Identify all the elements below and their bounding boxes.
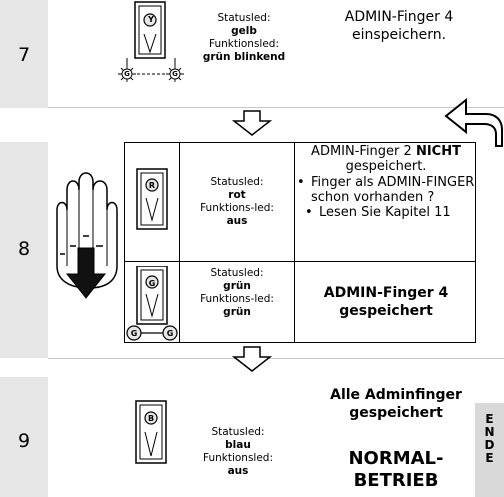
- step8-top-fingerprint-reader-icon: [136, 168, 168, 230]
- return-arrow-icon: [444, 97, 503, 147]
- function-label: Funktionsled:: [202, 452, 274, 464]
- step8-bottom-led-cell: [179, 261, 295, 343]
- step7-number: 7: [17, 44, 31, 66]
- step8-top-led-cell: [179, 142, 295, 262]
- step9-number: 9: [17, 430, 31, 452]
- step8-top-led-info: Statusled: rot Funktions-led: aus: [180, 176, 294, 228]
- step7-led-info: Statusled: gelb Funktionsled: grün blink…: [184, 12, 304, 64]
- function-value: grün: [223, 306, 251, 318]
- down-arrow-icon: [232, 346, 272, 372]
- step7-led-left-letter: G: [124, 70, 130, 78]
- step8-top-message-cell: [294, 142, 476, 262]
- divider: [48, 358, 504, 359]
- bullet-item: •Finger als ADMIN-FINGER schon vorhanden…: [297, 175, 475, 205]
- function-value: aus: [227, 465, 249, 477]
- status-label: Statusled:: [217, 12, 271, 24]
- step9-led-info: Statusled: blau Funktionsled: aus: [182, 426, 294, 478]
- step8-bottom-message: ADMIN-Finger 4 gespeichert: [323, 285, 449, 319]
- function-label: Funktions-led:: [200, 202, 274, 214]
- down-arrow-icon: [232, 110, 272, 136]
- step7-device-letter: Y: [148, 15, 154, 24]
- function-label: Funktionsled:: [208, 38, 280, 50]
- step8-bottom-fingerprint-reader-icon: [126, 266, 178, 341]
- step7-led-right-letter: G: [172, 70, 178, 78]
- step9-device-letter: B: [147, 414, 155, 423]
- function-label: Funktions-led:: [200, 293, 274, 305]
- step8-bottom-device-letter: G: [148, 279, 156, 288]
- function-value: aus: [226, 215, 248, 227]
- step8-top-message: ADMIN-Finger 2 NICHT gespeichert. •Finge…: [297, 144, 475, 220]
- status-value: grün: [223, 280, 251, 292]
- status-label: Statusled:: [210, 176, 264, 188]
- status-value: gelb: [231, 25, 257, 37]
- status-label: Statusled:: [211, 426, 265, 438]
- step7-number-column: [0, 0, 48, 108]
- step8-bottom-led-left-letter: G: [130, 329, 138, 338]
- step8-top-device-letter: R: [148, 181, 156, 190]
- step9-message-all-saved: Alle Adminfinger gespeichert: [330, 387, 462, 421]
- divider: [48, 107, 504, 108]
- message-line1: ADMIN-Finger 2 NICHT: [311, 144, 461, 159]
- bullet-item: •Lesen Sie Kapitel 11: [305, 205, 451, 220]
- step8-bottom-led-info: Statusled: grün Funktions-led: grün: [180, 267, 294, 319]
- status-value: rot: [228, 189, 246, 201]
- step7-fingerprint-reader-icon: [118, 1, 184, 82]
- finger-swipe-icon: [56, 172, 118, 299]
- status-label: Statusled:: [210, 267, 264, 279]
- step9-number-column: [0, 377, 48, 497]
- step8-bottom-message-cell: [294, 261, 476, 343]
- ende-label: E N D E: [475, 403, 504, 497]
- step8-bottom-led-right-letter: G: [166, 329, 174, 338]
- status-value: blau: [225, 439, 251, 451]
- step9-fingerprint-reader-icon: [135, 400, 167, 464]
- step7-instruction: ADMIN-Finger 4 einspeichern.: [344, 9, 454, 43]
- message-line2: gespeichert.: [345, 159, 427, 174]
- step8-number-column: [0, 142, 48, 358]
- function-value: grün blinkend: [202, 51, 286, 63]
- step8-number: 8: [17, 238, 31, 260]
- step9-message-normal-mode: NORMAL-BETRIEB: [348, 448, 444, 491]
